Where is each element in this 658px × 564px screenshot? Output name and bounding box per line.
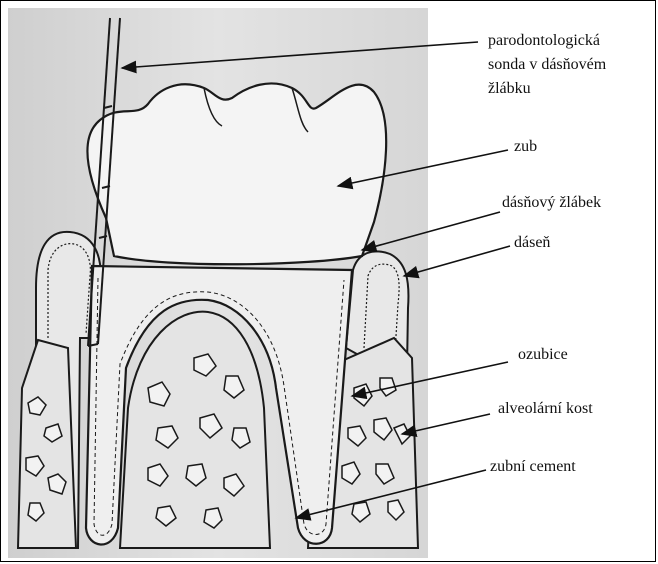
label-bone: alveolární kost — [498, 398, 593, 420]
label-probe-line3: žlábku — [488, 78, 531, 100]
label-cementum: zubní cement — [490, 456, 576, 478]
tooth-crown — [87, 83, 386, 264]
label-probe-line2: sonda v dásňovém — [488, 54, 606, 76]
label-sulcus: dásňový žlábek — [502, 192, 601, 214]
left-alveolar-bone — [18, 340, 76, 548]
tooth-cross-section-drawing — [8, 8, 428, 558]
label-tooth: zub — [514, 136, 537, 158]
label-ligament: ozubice — [518, 344, 568, 366]
label-gum: dáseň — [514, 232, 550, 254]
label-probe-line1: parodontologická — [488, 30, 600, 52]
